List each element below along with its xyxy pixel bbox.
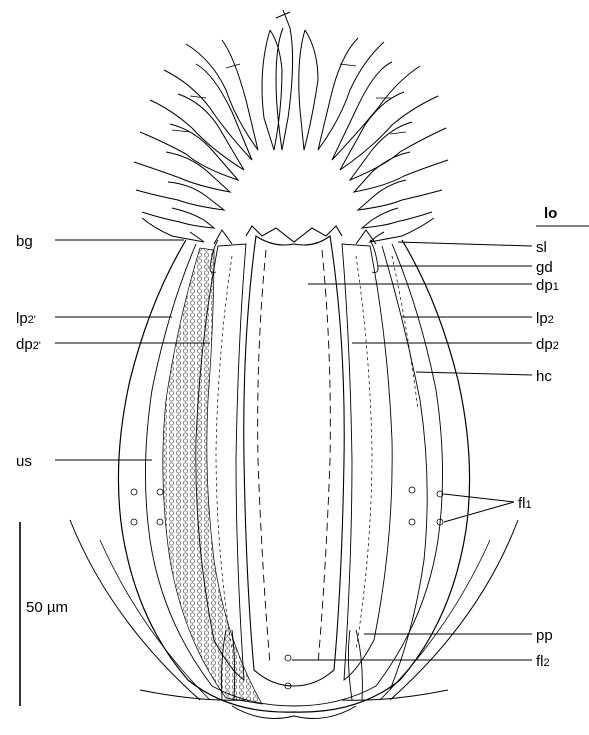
spine-crown	[134, 10, 448, 242]
scale-bar: 50 µm	[20, 522, 68, 706]
label-bg: bg	[16, 233, 33, 250]
label-us: us	[16, 453, 32, 470]
label-gd: gd	[536, 259, 553, 276]
label-lo: lo	[544, 205, 557, 222]
lorica-body	[70, 226, 518, 718]
label-hc: hc	[536, 368, 552, 385]
label-fl1: fl1	[518, 495, 532, 512]
label-dp2-prime: dp2'	[16, 336, 41, 353]
label-dp1: dp1	[536, 277, 559, 294]
label-dp2: dp2	[536, 336, 559, 353]
scale-bar-label: 50 µm	[26, 599, 68, 616]
label-fl2: fl2	[536, 653, 550, 670]
label-sl: sl	[536, 239, 547, 256]
label-lp2: lp2	[536, 310, 554, 327]
label-pp: pp	[536, 627, 553, 644]
label-lp2-prime: lp2'	[16, 310, 36, 327]
leader-lines	[55, 226, 589, 660]
